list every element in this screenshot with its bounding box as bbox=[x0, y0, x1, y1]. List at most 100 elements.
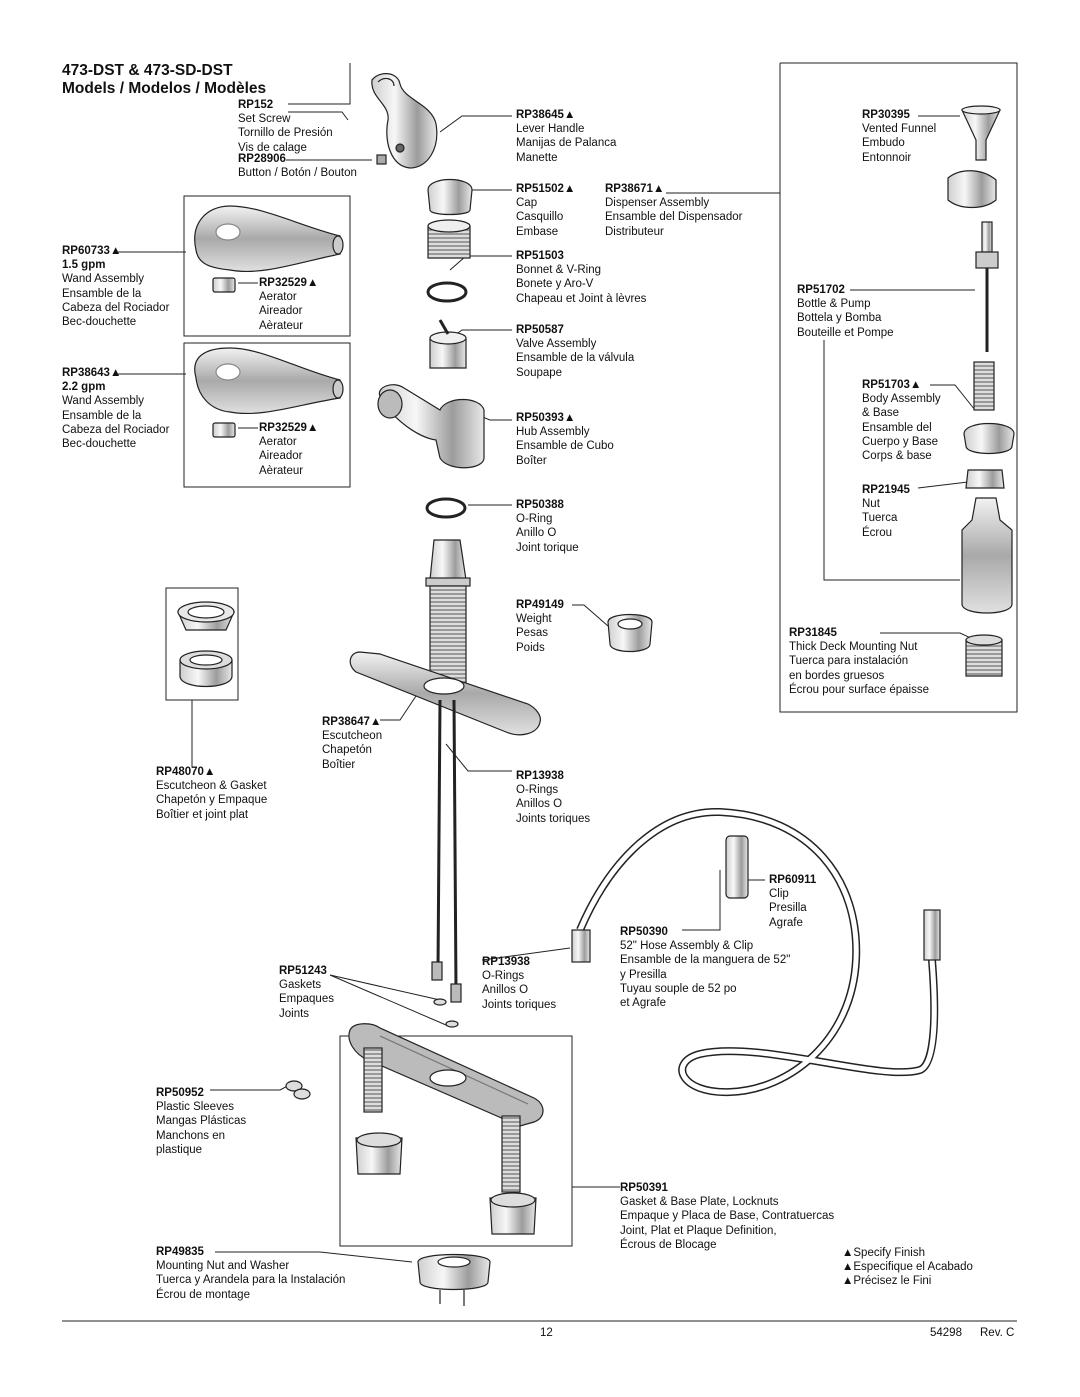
part-description-line: Empaques bbox=[279, 993, 334, 1006]
part-description-line: Casquillo bbox=[516, 211, 564, 224]
part-code: RP51703▲ bbox=[862, 379, 922, 391]
part-code: RP38645▲ bbox=[516, 109, 576, 121]
part-code: RP38643▲ bbox=[62, 367, 122, 379]
part-description-line: Poids bbox=[516, 641, 545, 654]
part-code: RP152 bbox=[238, 99, 274, 111]
part-description-line: Pesas bbox=[516, 627, 548, 640]
part-description-line: Ensamble del Dispensador bbox=[605, 211, 743, 224]
part-description-line: Tornillo de Presión bbox=[238, 127, 333, 140]
part-description-line: Soupape bbox=[516, 366, 563, 379]
part-description-line: Empaque y Placa de Base, Contratuercas bbox=[620, 1210, 835, 1223]
revision-label: Rev. C bbox=[980, 1327, 1015, 1339]
part-description-line: Escutcheon bbox=[322, 730, 383, 743]
part-description-line: Hub Assembly bbox=[516, 426, 590, 439]
part-description-line: Aèrateur bbox=[259, 319, 304, 332]
part-code: RP51243 bbox=[279, 965, 327, 977]
part-description-line: Joint torique bbox=[516, 541, 579, 554]
part-description-line: Lever Handle bbox=[516, 123, 585, 136]
part-code: RP28906 bbox=[238, 153, 286, 165]
part-description-line: Distributeur bbox=[605, 225, 664, 238]
part-description-line: Entonnoir bbox=[862, 151, 912, 164]
part-description-line: O-Rings bbox=[516, 784, 559, 797]
part-description-line: Agrafe bbox=[769, 916, 803, 929]
part-description-line: Bec-douchette bbox=[62, 438, 137, 451]
wand-assembly-1-drawing bbox=[194, 205, 344, 293]
part-description-line: Aerator bbox=[259, 436, 297, 449]
part-description-line: Aerator bbox=[259, 291, 297, 304]
part-flow-rate: 1.5 gpm bbox=[62, 259, 106, 272]
part-description-line: Corps & base bbox=[862, 450, 932, 463]
part-description-line: Chapetón y Empaque bbox=[156, 794, 268, 807]
part-code: RP50390 bbox=[620, 926, 668, 938]
part-description-line: Écrou de montage bbox=[156, 1288, 250, 1301]
part-description-line: Joint, Plat et Plaque Definition, bbox=[620, 1224, 777, 1237]
frame-top-left bbox=[288, 63, 351, 105]
part-description-line: Boîtier bbox=[322, 758, 356, 771]
part-description-line: Ensamble de la válvula bbox=[516, 352, 635, 365]
finish-legend: ▲Specify Finish ▲Especifique el Acabado … bbox=[842, 1246, 973, 1289]
part-description-line: Bottle & Pump bbox=[797, 298, 871, 311]
part-description-line: Tuerca para instalación bbox=[789, 655, 909, 668]
part-description-line: Écrou pour surface épaisse bbox=[789, 683, 929, 696]
lever-handle-drawing bbox=[371, 73, 438, 169]
part-code: RP60911 bbox=[769, 874, 817, 886]
part-code: RP32529▲ bbox=[259, 422, 319, 434]
part-code: RP38647▲ bbox=[322, 716, 382, 728]
hose-drawing bbox=[571, 807, 941, 1097]
part-description-line: Vis de calage bbox=[238, 141, 307, 154]
part-description-line: Nut bbox=[862, 498, 880, 511]
part-code: RP13938 bbox=[482, 956, 530, 968]
legend-line-en: ▲Specify Finish bbox=[842, 1247, 925, 1259]
wand-box-2 bbox=[183, 342, 351, 488]
part-code: RP38671▲ bbox=[605, 183, 665, 195]
part-description-line: 52" Hose Assembly & Clip bbox=[620, 940, 754, 953]
part-code: RP32529▲ bbox=[259, 277, 319, 289]
part-code: RP13938 bbox=[516, 770, 564, 782]
dispenser-drawing bbox=[947, 105, 1015, 677]
diagram-title: 473-DST & 473-SD-DST Models / Modelos / … bbox=[62, 62, 266, 98]
part-description-line: Tuerca y Arandela para la Instalación bbox=[156, 1274, 346, 1287]
part-description-line: et Agrafe bbox=[620, 997, 667, 1010]
part-description-line: Aèrateur bbox=[259, 464, 304, 477]
part-description-line: Aireador bbox=[259, 305, 303, 318]
part-description-line: Body Assembly bbox=[862, 393, 941, 406]
part-description-line: O-Rings bbox=[482, 970, 525, 983]
part-code: RP60733▲ bbox=[62, 245, 122, 257]
part-description-line: Écrou bbox=[862, 526, 893, 539]
part-code: RP31845 bbox=[789, 627, 837, 639]
part-code: RP48070▲ bbox=[156, 766, 216, 778]
part-description-line: Clip bbox=[769, 888, 789, 901]
part-description-line: Presilla bbox=[769, 902, 807, 915]
part-description-line: Manijas de Palanca bbox=[516, 137, 617, 150]
part-description-line: Ensamble de la manguera de 52" bbox=[620, 954, 791, 967]
part-description-line: Anillos O bbox=[482, 984, 529, 997]
part-description-line: Cabeza del Rociador bbox=[62, 423, 170, 436]
part-code: RP21945 bbox=[862, 484, 910, 496]
part-code: RP51502▲ bbox=[516, 183, 576, 195]
part-description-line: Ensamble de la bbox=[62, 287, 142, 300]
part-description-line: Boîter bbox=[516, 454, 547, 467]
escutcheon-gasket-box bbox=[165, 587, 239, 701]
part-description-line: Thick Deck Mounting Nut bbox=[789, 641, 918, 654]
frame-dispenser bbox=[779, 62, 1018, 713]
part-description-line: Joints toriques bbox=[482, 998, 557, 1011]
part-description-line: Weight bbox=[516, 613, 552, 626]
part-description-line: Chapeau et Joint à lèvres bbox=[516, 292, 647, 305]
